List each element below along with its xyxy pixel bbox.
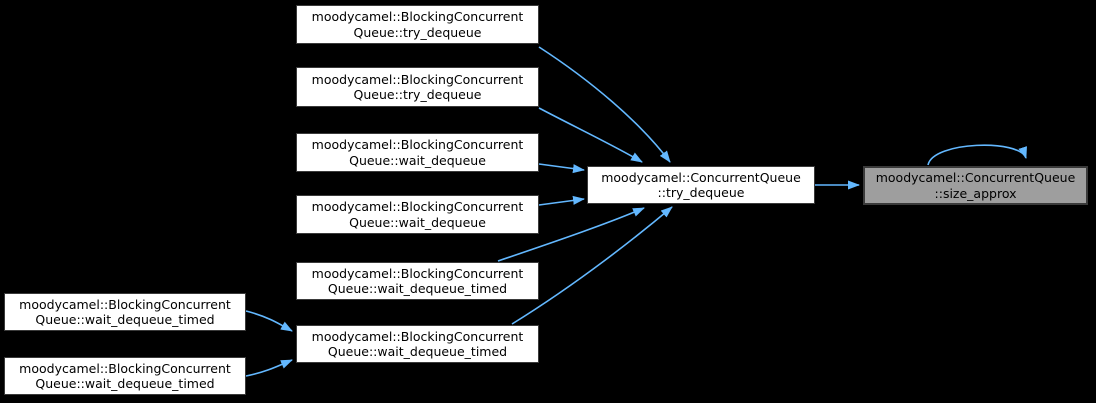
node-label-line2: Queue::wait_dequeue_timed xyxy=(327,344,508,359)
node-label-line2: Queue::wait_dequeue_timed xyxy=(327,281,508,296)
edge-try-dequeue-1-to-try-dequeue xyxy=(538,46,671,163)
node-blockingconcurrentqueue-wait-dequeue-timed-2[interactable]: moodycamel::BlockingConcurrent Queue::wa… xyxy=(296,325,539,363)
edge-wait-dequeue-1-to-try-dequeue xyxy=(538,163,585,174)
node-blockingconcurrentqueue-wait-dequeue-1[interactable]: moodycamel::BlockingConcurrent Queue::wa… xyxy=(296,133,539,172)
node-blockingconcurrentqueue-wait-dequeue-timed-4[interactable]: moodycamel::BlockingConcurrent Queue::wa… xyxy=(4,357,246,395)
edge-wait-dequeue-timed-2-to-try-dequeue xyxy=(511,206,673,325)
node-blockingconcurrentqueue-wait-dequeue-timed-1[interactable]: moodycamel::BlockingConcurrent Queue::wa… xyxy=(296,262,539,300)
node-concurrentqueue-size-approx: moodycamel::ConcurrentQueue ::size_appro… xyxy=(863,166,1088,205)
node-label-line1: moodycamel::BlockingConcurrent xyxy=(19,296,231,312)
node-label-line1: moodycamel::BlockingConcurrent xyxy=(311,71,524,87)
node-label-line1: moodycamel::BlockingConcurrent xyxy=(311,265,524,281)
node-label-line2: Queue::wait_dequeue_timed xyxy=(35,312,215,327)
node-label-line1: moodycamel::BlockingConcurrent xyxy=(311,328,524,344)
edge-try-dequeue-2-to-try-dequeue xyxy=(538,107,643,163)
edge-wait-dequeue-2-to-try-dequeue xyxy=(538,195,585,206)
node-label-line2: Queue::try_dequeue xyxy=(353,24,482,40)
node-blockingconcurrentqueue-wait-dequeue-2[interactable]: moodycamel::BlockingConcurrent Queue::wa… xyxy=(296,195,539,234)
node-label-line2: Queue::wait_dequeue_timed xyxy=(35,376,215,391)
node-label-line1: moodycamel::ConcurrentQueue xyxy=(875,170,1076,185)
node-label-line1: moodycamel::BlockingConcurrent xyxy=(311,137,524,152)
edge-wait-dequeue-timed-1-to-try-dequeue xyxy=(497,207,645,262)
node-label-line2: Queue::wait_dequeue xyxy=(349,214,486,230)
edge-wait-dequeue-timed-4-to-timed-2 xyxy=(245,359,293,377)
edge-wait-dequeue-timed-3-to-timed-2 xyxy=(245,310,293,332)
node-blockingconcurrentqueue-wait-dequeue-timed-3[interactable]: moodycamel::BlockingConcurrent Queue::wa… xyxy=(4,293,246,331)
node-label-line2: Queue::wait_dequeue xyxy=(349,152,486,168)
node-label-line1: moodycamel::BlockingConcurrent xyxy=(311,9,524,24)
node-label-line1: moodycamel::BlockingConcurrent xyxy=(19,360,231,376)
node-label-line2: ::try_dequeue xyxy=(657,185,745,200)
node-label-line1: moodycamel::ConcurrentQueue xyxy=(601,169,801,185)
node-concurrentqueue-try-dequeue[interactable]: moodycamel::ConcurrentQueue ::try_dequeu… xyxy=(587,166,815,204)
node-blockingconcurrentqueue-try-dequeue-2[interactable]: moodycamel::BlockingConcurrent Queue::tr… xyxy=(296,67,539,107)
node-blockingconcurrentqueue-try-dequeue-1[interactable]: moodycamel::BlockingConcurrent Queue::tr… xyxy=(296,5,539,44)
node-label-line2: ::size_approx xyxy=(934,185,1017,201)
node-label-line1: moodycamel::BlockingConcurrent xyxy=(311,199,524,214)
edge-size-approx-self-loop xyxy=(927,144,1027,166)
node-label-line2: Queue::try_dequeue xyxy=(353,87,482,102)
